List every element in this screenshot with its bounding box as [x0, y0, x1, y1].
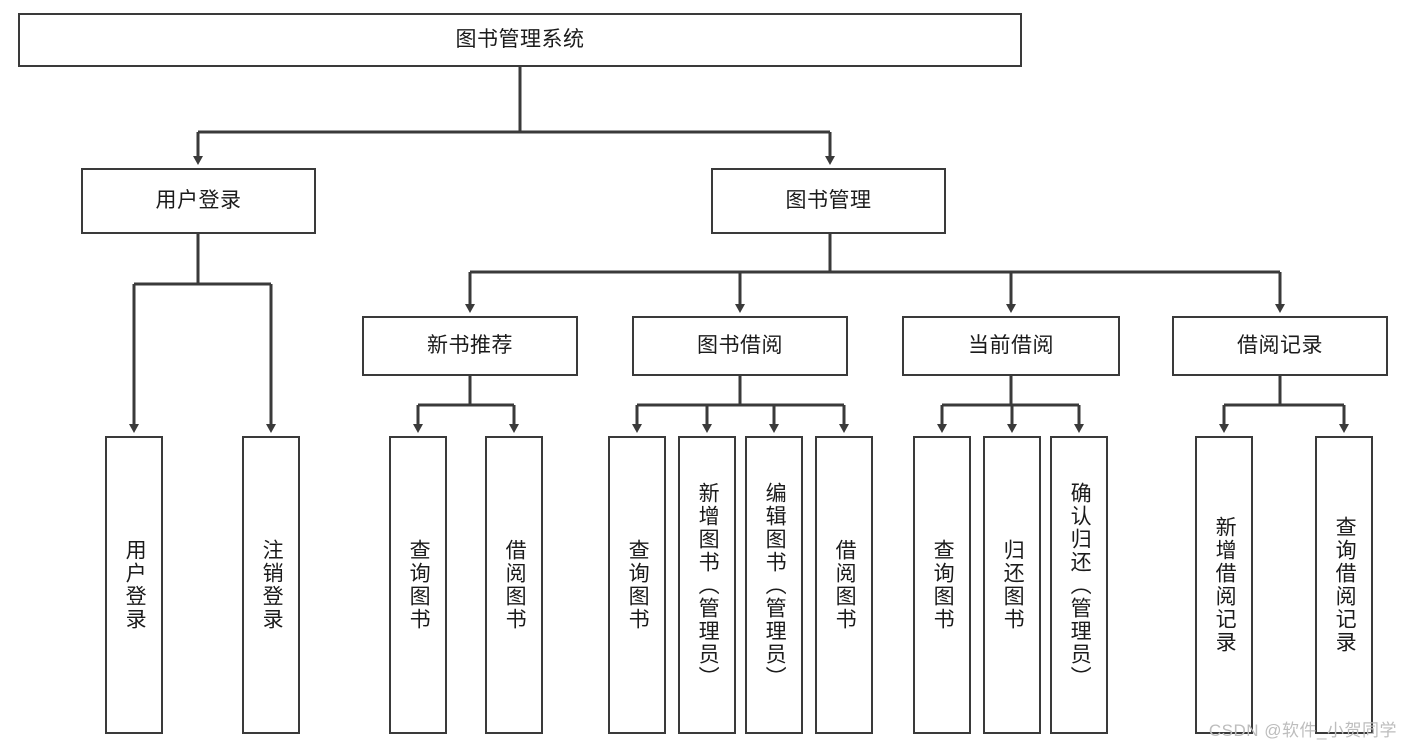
node-label: 借阅图书	[503, 539, 527, 631]
node-label: 新书推荐	[427, 334, 513, 358]
node-label: 新增图书（管理员）	[696, 481, 720, 689]
node-label: 借阅记录	[1237, 334, 1323, 358]
node-label: 用户登录	[123, 539, 147, 631]
node-book-manage[interactable]: 图书管理	[711, 168, 946, 234]
node-label: 图书管理	[785, 189, 872, 213]
node-leaf-edit-book[interactable]: 编辑图书（管理员）	[745, 436, 803, 734]
node-root-system[interactable]: 图书管理系统	[18, 13, 1022, 67]
node-label: 确认归还（管理员）	[1068, 481, 1092, 689]
node-leaf-borrow-book-2[interactable]: 借阅图书	[815, 436, 873, 734]
node-user-login[interactable]: 用户登录	[81, 168, 316, 234]
node-book-borrow[interactable]: 图书借阅	[632, 316, 848, 376]
node-label: 借阅图书	[833, 539, 857, 631]
node-label: 图书借阅	[697, 334, 783, 358]
node-label: 查询图书	[626, 539, 650, 631]
node-leaf-confirm-return[interactable]: 确认归还（管理员）	[1050, 436, 1108, 734]
node-leaf-query-book-3[interactable]: 查询图书	[913, 436, 971, 734]
node-label: 查询借阅记录	[1333, 516, 1357, 654]
node-label: 归还图书	[1001, 539, 1025, 631]
node-leaf-query-book-1[interactable]: 查询图书	[389, 436, 447, 734]
node-label: 查询图书	[407, 539, 431, 631]
node-leaf-logout-login[interactable]: 注销登录	[242, 436, 300, 734]
node-borrow-record[interactable]: 借阅记录	[1172, 316, 1388, 376]
node-label: 当前借阅	[968, 334, 1054, 358]
node-leaf-return-book[interactable]: 归还图书	[983, 436, 1041, 734]
node-label: 用户登录	[155, 189, 242, 213]
node-label: 查询图书	[931, 539, 955, 631]
node-label: 图书管理系统	[455, 28, 585, 52]
node-leaf-query-book-2[interactable]: 查询图书	[608, 436, 666, 734]
node-new-book-recommend[interactable]: 新书推荐	[362, 316, 578, 376]
node-label: 新增借阅记录	[1213, 516, 1237, 654]
node-label: 注销登录	[260, 539, 284, 631]
node-current-borrow[interactable]: 当前借阅	[902, 316, 1120, 376]
node-label: 编辑图书（管理员）	[763, 481, 787, 689]
node-leaf-borrow-book-1[interactable]: 借阅图书	[485, 436, 543, 734]
node-leaf-user-login[interactable]: 用户登录	[105, 436, 163, 734]
node-leaf-query-record[interactable]: 查询借阅记录	[1315, 436, 1373, 734]
node-leaf-add-book[interactable]: 新增图书（管理员）	[678, 436, 736, 734]
node-leaf-add-record[interactable]: 新增借阅记录	[1195, 436, 1253, 734]
watermark-text: CSDN @软件_小贺同学	[1208, 721, 1397, 740]
